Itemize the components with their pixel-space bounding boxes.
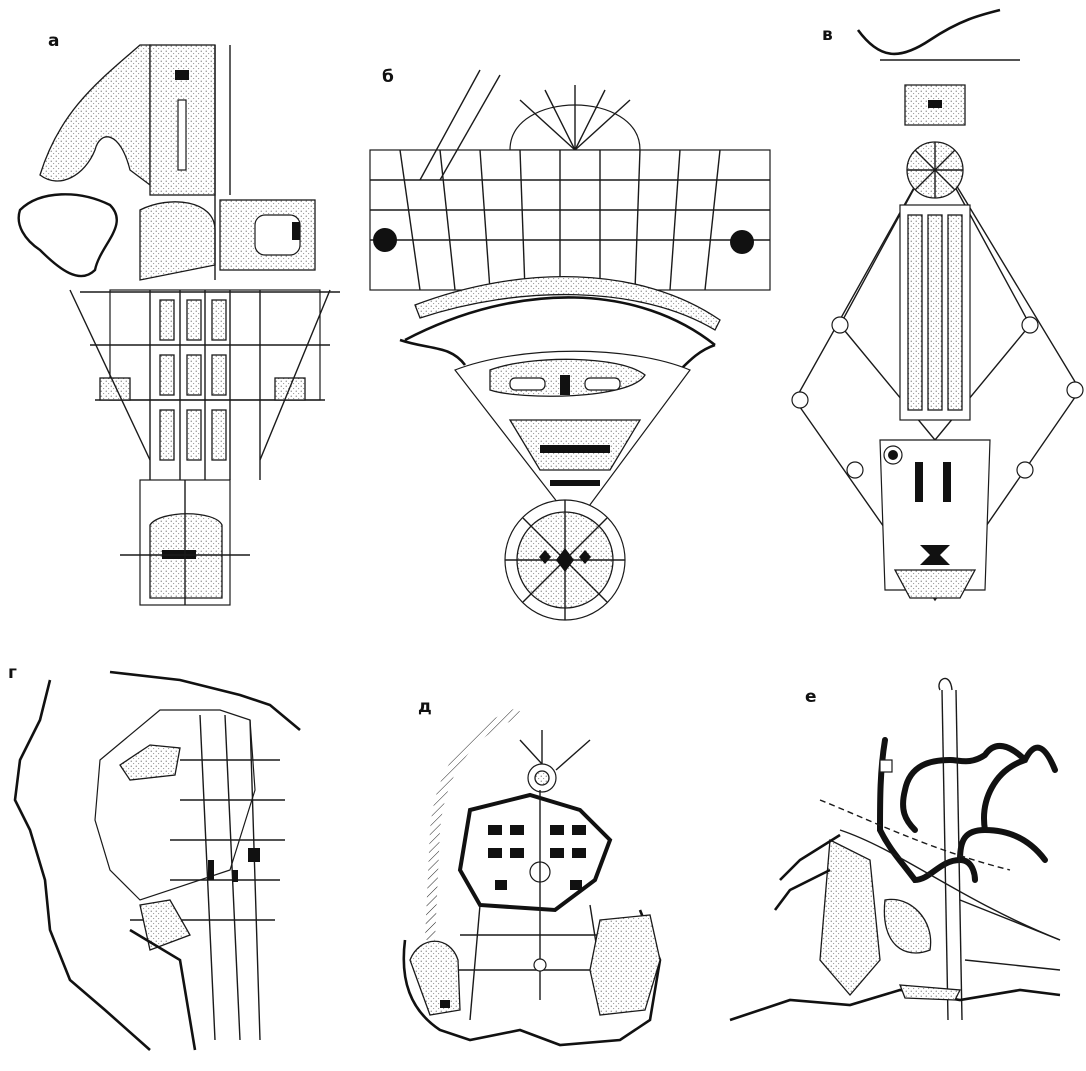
plan-a-grid: [69, 289, 340, 480]
plan-e: е: [729, 677, 1061, 1022]
plan-g-old-town: [94, 709, 256, 901]
plan-v-building-2: [943, 462, 951, 502]
plan-a: а: [17, 31, 340, 606]
plan-d-coast: [402, 909, 662, 1047]
plan-v-core: [879, 439, 991, 591]
plan-b-grid: [369, 69, 771, 291]
plan-b-bridge: [550, 480, 600, 486]
plan-label-a: а: [48, 31, 59, 51]
plan-label-b: б: [382, 67, 394, 87]
plan-label-d: д: [418, 697, 432, 717]
plan-e-ring-road: [876, 737, 1058, 884]
plan-d-slope: [425, 707, 522, 941]
plan-b-river: [404, 296, 716, 347]
plan-v-building-1: [915, 462, 923, 502]
plan-b-west-square: [373, 228, 397, 252]
plan-d: д: [402, 697, 662, 1047]
plan-b: б: [369, 67, 771, 621]
plan-e-old-town: [819, 838, 881, 996]
plan-a-lake: [17, 193, 118, 278]
plan-e-building: [879, 759, 893, 773]
plan-g-park: [139, 899, 191, 951]
plan-b-monument: [556, 548, 574, 572]
plan-v-river: [856, 8, 1001, 56]
plan-b-embankment: [414, 276, 721, 331]
plan-e-highway: [941, 689, 949, 1021]
plan-a-canal: [177, 99, 187, 171]
plan-g-building: [248, 848, 260, 862]
plan-b-east-square: [730, 230, 754, 254]
plan-v-monument: [920, 545, 950, 565]
plan-label-e: е: [805, 687, 817, 707]
plan-a-park-lake: [39, 44, 151, 187]
plan-v-ring-squares: [791, 316, 1084, 479]
plan-label-g: г: [8, 663, 17, 683]
plan-b-crown-rays: [519, 85, 631, 151]
plan-v: в: [791, 8, 1084, 602]
plan-a-mid-park: [139, 201, 216, 281]
plan-d-blocks: [488, 825, 586, 890]
plan-e-beach-park: [899, 984, 962, 1001]
plan-d-west-park: [409, 940, 461, 1016]
plan-d-east-park: [589, 914, 661, 1016]
plan-d-center: [459, 794, 611, 911]
plan-e-coast: [729, 988, 1061, 1022]
plan-label-v: в: [822, 25, 833, 45]
plan-a-building: [292, 222, 300, 240]
plan-a-palace: [175, 70, 189, 80]
plan-g: г: [8, 663, 301, 1051]
plan-g-coast: [13, 679, 151, 1051]
